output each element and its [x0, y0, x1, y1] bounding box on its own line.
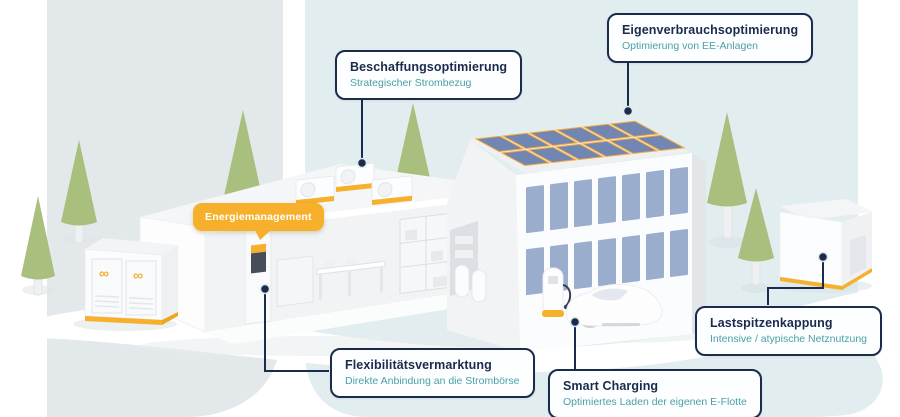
tree: [61, 140, 97, 244]
callout-flexibilitaetsvermarktung: Flexibilitätsvermarktung Direkte Anbindu…: [330, 348, 535, 398]
callout-subtitle: Direkte Anbindung an die Strombörse: [345, 375, 520, 387]
battery-storage-container: ∞ ∞: [84, 238, 178, 325]
grid-connection-station: [779, 199, 874, 290]
battery-brand-icon: ∞: [133, 267, 143, 283]
connector-lines: [259, 60, 829, 372]
battery-brand-icon: ∞: [99, 265, 109, 281]
callout-title: Smart Charging: [563, 379, 659, 393]
callout-title: Flexibilitätsvermarktung: [345, 358, 492, 372]
tree: [707, 112, 747, 239]
energy-management-device: [251, 243, 266, 254]
callout-subtitle: Optimiertes Laden der eigenen E-Flotte: [563, 396, 747, 408]
tree: [738, 188, 774, 286]
rooftop-hvac-units: [295, 162, 413, 205]
energiemanagement-badge: Energiemanagement: [193, 203, 324, 240]
callout-subtitle: Intensive / atypische Netznutzung: [710, 333, 868, 345]
callout-beschaffungsoptimierung: Beschaffungsoptimierung Strategischer St…: [335, 50, 523, 100]
tree: [21, 196, 55, 296]
callout-title: Lastspitzenkappung: [710, 316, 833, 330]
callout-title: Beschaffungsoptimierung: [350, 60, 508, 74]
callout-lastspitzenkappung: Lastspitzenkappung Intensive / atypische…: [695, 306, 883, 356]
callout-eigenverbrauchsoptimierung: Eigenverbrauchsoptimierung Optimierung v…: [607, 13, 814, 63]
callout-smart-charging: Smart Charging Optimiertes Laden der eig…: [548, 369, 762, 417]
callout-subtitle: Optimierung von EE-Anlagen: [622, 40, 758, 52]
callout-subtitle: Strategischer Strombezug: [350, 77, 472, 89]
ev-charging-station: [542, 267, 572, 317]
callout-title: Eigenverbrauchsoptimierung: [622, 23, 799, 37]
